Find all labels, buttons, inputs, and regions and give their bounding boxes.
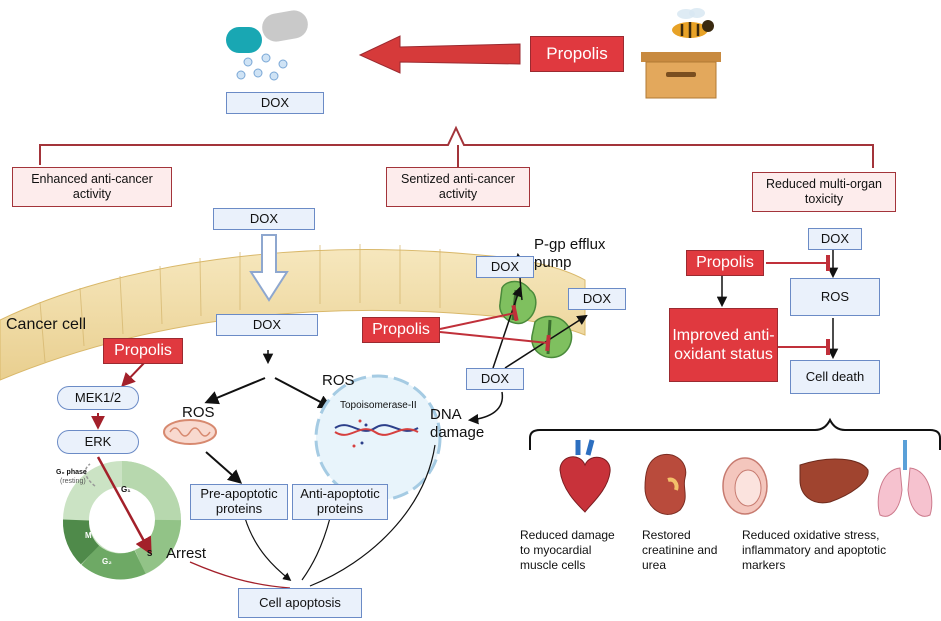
caption-heart: Reduced damage to myocardial muscle cell… [520,528,615,572]
beehive-icon [641,52,721,99]
mitochondrion-icon [163,419,217,445]
ros-nucleus-label: ROS [322,372,355,389]
pre-apoptotic-box: Pre-apoptotic proteins [190,484,288,520]
caption-kidney: Restored creatinine and urea [642,528,718,572]
dox-box-inside: DOX [216,314,318,336]
cancer-cell-label: Cancer cell [6,316,87,333]
topoisomerase-label: Topoisomerase-II [340,400,417,411]
nucleus-icon [314,374,442,502]
kidney-icon [644,453,687,515]
propolis-box-top: Propolis [530,36,624,72]
g0-phase-label: G₀ phase [56,469,87,476]
dox-box-efflux-a: DOX [476,256,534,278]
cell-cycle-icon [63,461,181,580]
liver-icon [799,458,869,504]
capsule-icon [226,10,308,81]
dox-box-top: DOX [226,92,324,114]
organ-brace [529,417,941,450]
lungs-icon [877,440,933,517]
pgp-label: P-gp efflux pump [534,236,606,271]
s-label: S [147,549,153,558]
propolis-box-right: Propolis [686,250,764,276]
propolis-box-left: Propolis [103,338,183,364]
big-red-arrow [358,35,521,74]
cell-membrane [0,249,586,381]
dox-box-efflux-b: DOX [568,288,626,310]
dox-box-right: DOX [808,228,862,250]
anti-apoptotic-box: Anti-apoptotic proteins [292,484,388,520]
antioxidant-box: Improved anti-oxidant status [669,308,778,382]
ros-box-right: ROS [790,278,880,316]
cell-death-box: Cell death [790,360,880,394]
top-bracket [39,125,874,168]
g2-label: G₂ [102,557,112,566]
erk-box: ERK [57,430,139,454]
resting-label: (resting) [60,478,86,485]
cell-apoptosis-box: Cell apoptosis [238,588,362,618]
dox-box-entry: DOX [213,208,315,230]
ros-left-label: ROS [182,404,215,421]
bee-icon [672,8,714,38]
header-sensitized: Sentized anti-cancer activity [386,167,530,207]
heart-icon [559,439,611,513]
m-label: M [85,531,92,540]
g1-label: G₁ [121,485,131,494]
dna-damage-label: DNA damage [430,406,485,441]
pgp-pump-icon [499,280,573,359]
dox-box-inside-b: DOX [466,368,524,390]
propolis-box-middle: Propolis [362,317,440,343]
testis-icon [722,457,768,515]
header-toxicity: Reduced multi-organ toxicity [752,172,896,212]
arrest-label: Arrest [166,545,207,562]
dox-entry-arrow [249,234,289,302]
header-enhanced: Enhanced anti-cancer activity [12,167,172,207]
mek-box: MEK1/2 [57,386,139,410]
caption-others: Reduced oxidative stress, inflammatory a… [742,528,887,572]
